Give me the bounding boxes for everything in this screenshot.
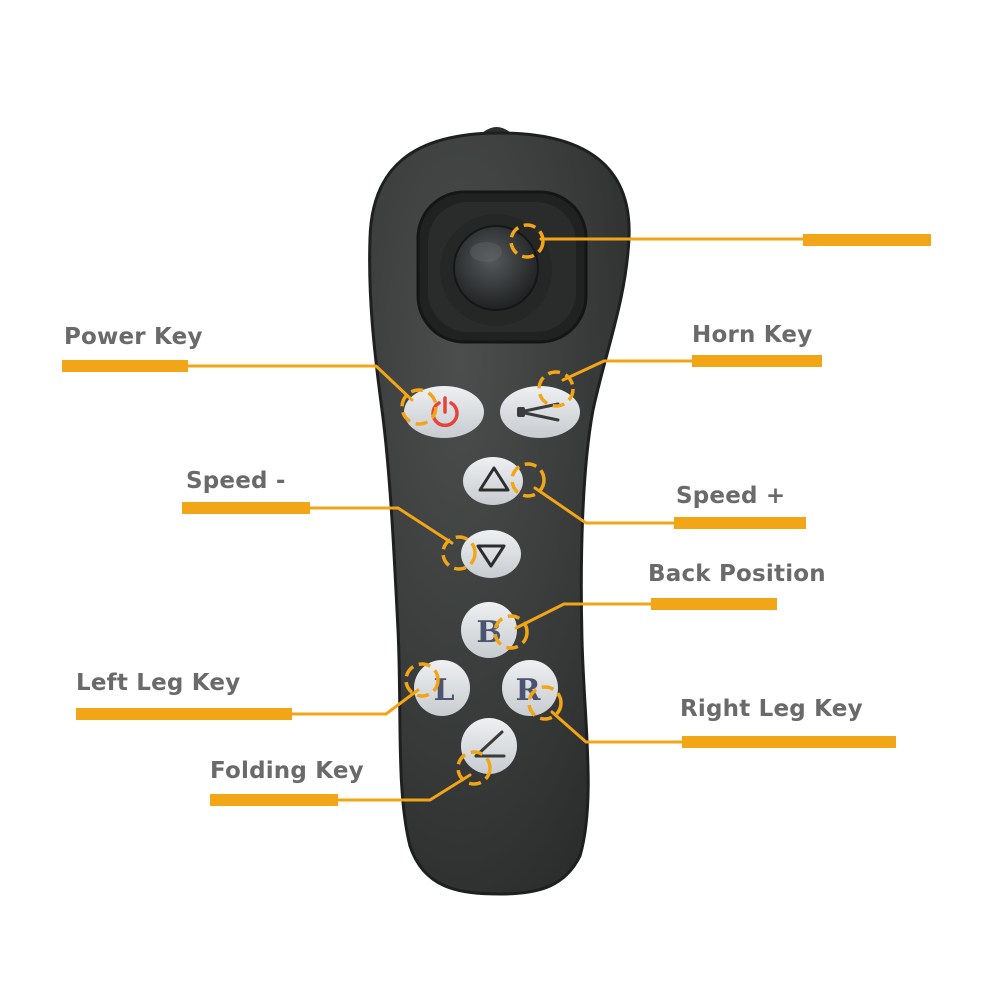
label-folding-key: Folding Key bbox=[210, 758, 364, 784]
bar-back bbox=[651, 598, 777, 610]
label-back-position: Back Position bbox=[648, 561, 826, 587]
ring-speed-plus bbox=[510, 462, 546, 498]
speed-minus-button[interactable] bbox=[461, 530, 521, 578]
triangle-up-icon bbox=[478, 466, 510, 492]
left-leg-button[interactable]: L bbox=[414, 660, 470, 716]
triangle-down-icon bbox=[476, 544, 506, 568]
leader-horn bbox=[561, 359, 694, 382]
ring-joystick bbox=[509, 223, 545, 259]
power-button[interactable] bbox=[404, 386, 484, 438]
ring-power bbox=[400, 388, 438, 426]
label-horn-key: Horn Key bbox=[692, 322, 813, 348]
bar-folding bbox=[210, 794, 338, 806]
speed-plus-button[interactable] bbox=[463, 457, 523, 505]
label-speed-plus: Speed + bbox=[676, 483, 786, 509]
bar-speed-plus bbox=[674, 517, 806, 529]
ring-left-leg bbox=[404, 662, 440, 698]
leader-speed-minus bbox=[308, 506, 454, 545]
leader-right-leg bbox=[550, 710, 684, 744]
back-position-button[interactable]: B bbox=[461, 602, 517, 658]
joystick-icon[interactable] bbox=[453, 225, 539, 311]
leader-lines bbox=[186, 237, 805, 802]
bar-joystick bbox=[803, 234, 931, 246]
label-speed-minus: Speed - bbox=[186, 468, 286, 494]
leader-folding bbox=[336, 773, 472, 802]
ring-speed-minus bbox=[441, 535, 477, 571]
leader-power bbox=[186, 364, 414, 402]
ring-right-leg bbox=[527, 685, 563, 721]
power-icon bbox=[431, 396, 459, 428]
highlight-ring-icon bbox=[400, 223, 575, 786]
label-left-leg-key: Left Leg Key bbox=[76, 670, 241, 696]
leader-back bbox=[514, 602, 653, 630]
ring-horn bbox=[537, 370, 575, 408]
right-key-glyph: R bbox=[516, 673, 542, 708]
bar-left-leg bbox=[76, 708, 292, 720]
bar-speed-minus bbox=[182, 502, 310, 514]
horn-button[interactable] bbox=[500, 386, 580, 438]
leader-left-leg bbox=[290, 688, 420, 716]
right-leg-button[interactable]: R bbox=[502, 660, 558, 716]
bar-horn bbox=[692, 355, 822, 367]
bar-power bbox=[62, 360, 188, 372]
leader-speed-plus bbox=[533, 486, 676, 525]
horn-icon bbox=[517, 402, 560, 422]
label-right-leg-key: Right Leg Key bbox=[680, 696, 863, 722]
label-bars bbox=[62, 234, 931, 806]
bar-right-leg bbox=[682, 736, 896, 748]
label-power-key: Power Key bbox=[64, 324, 203, 350]
ring-back bbox=[493, 614, 529, 650]
ring-folding bbox=[456, 750, 492, 786]
